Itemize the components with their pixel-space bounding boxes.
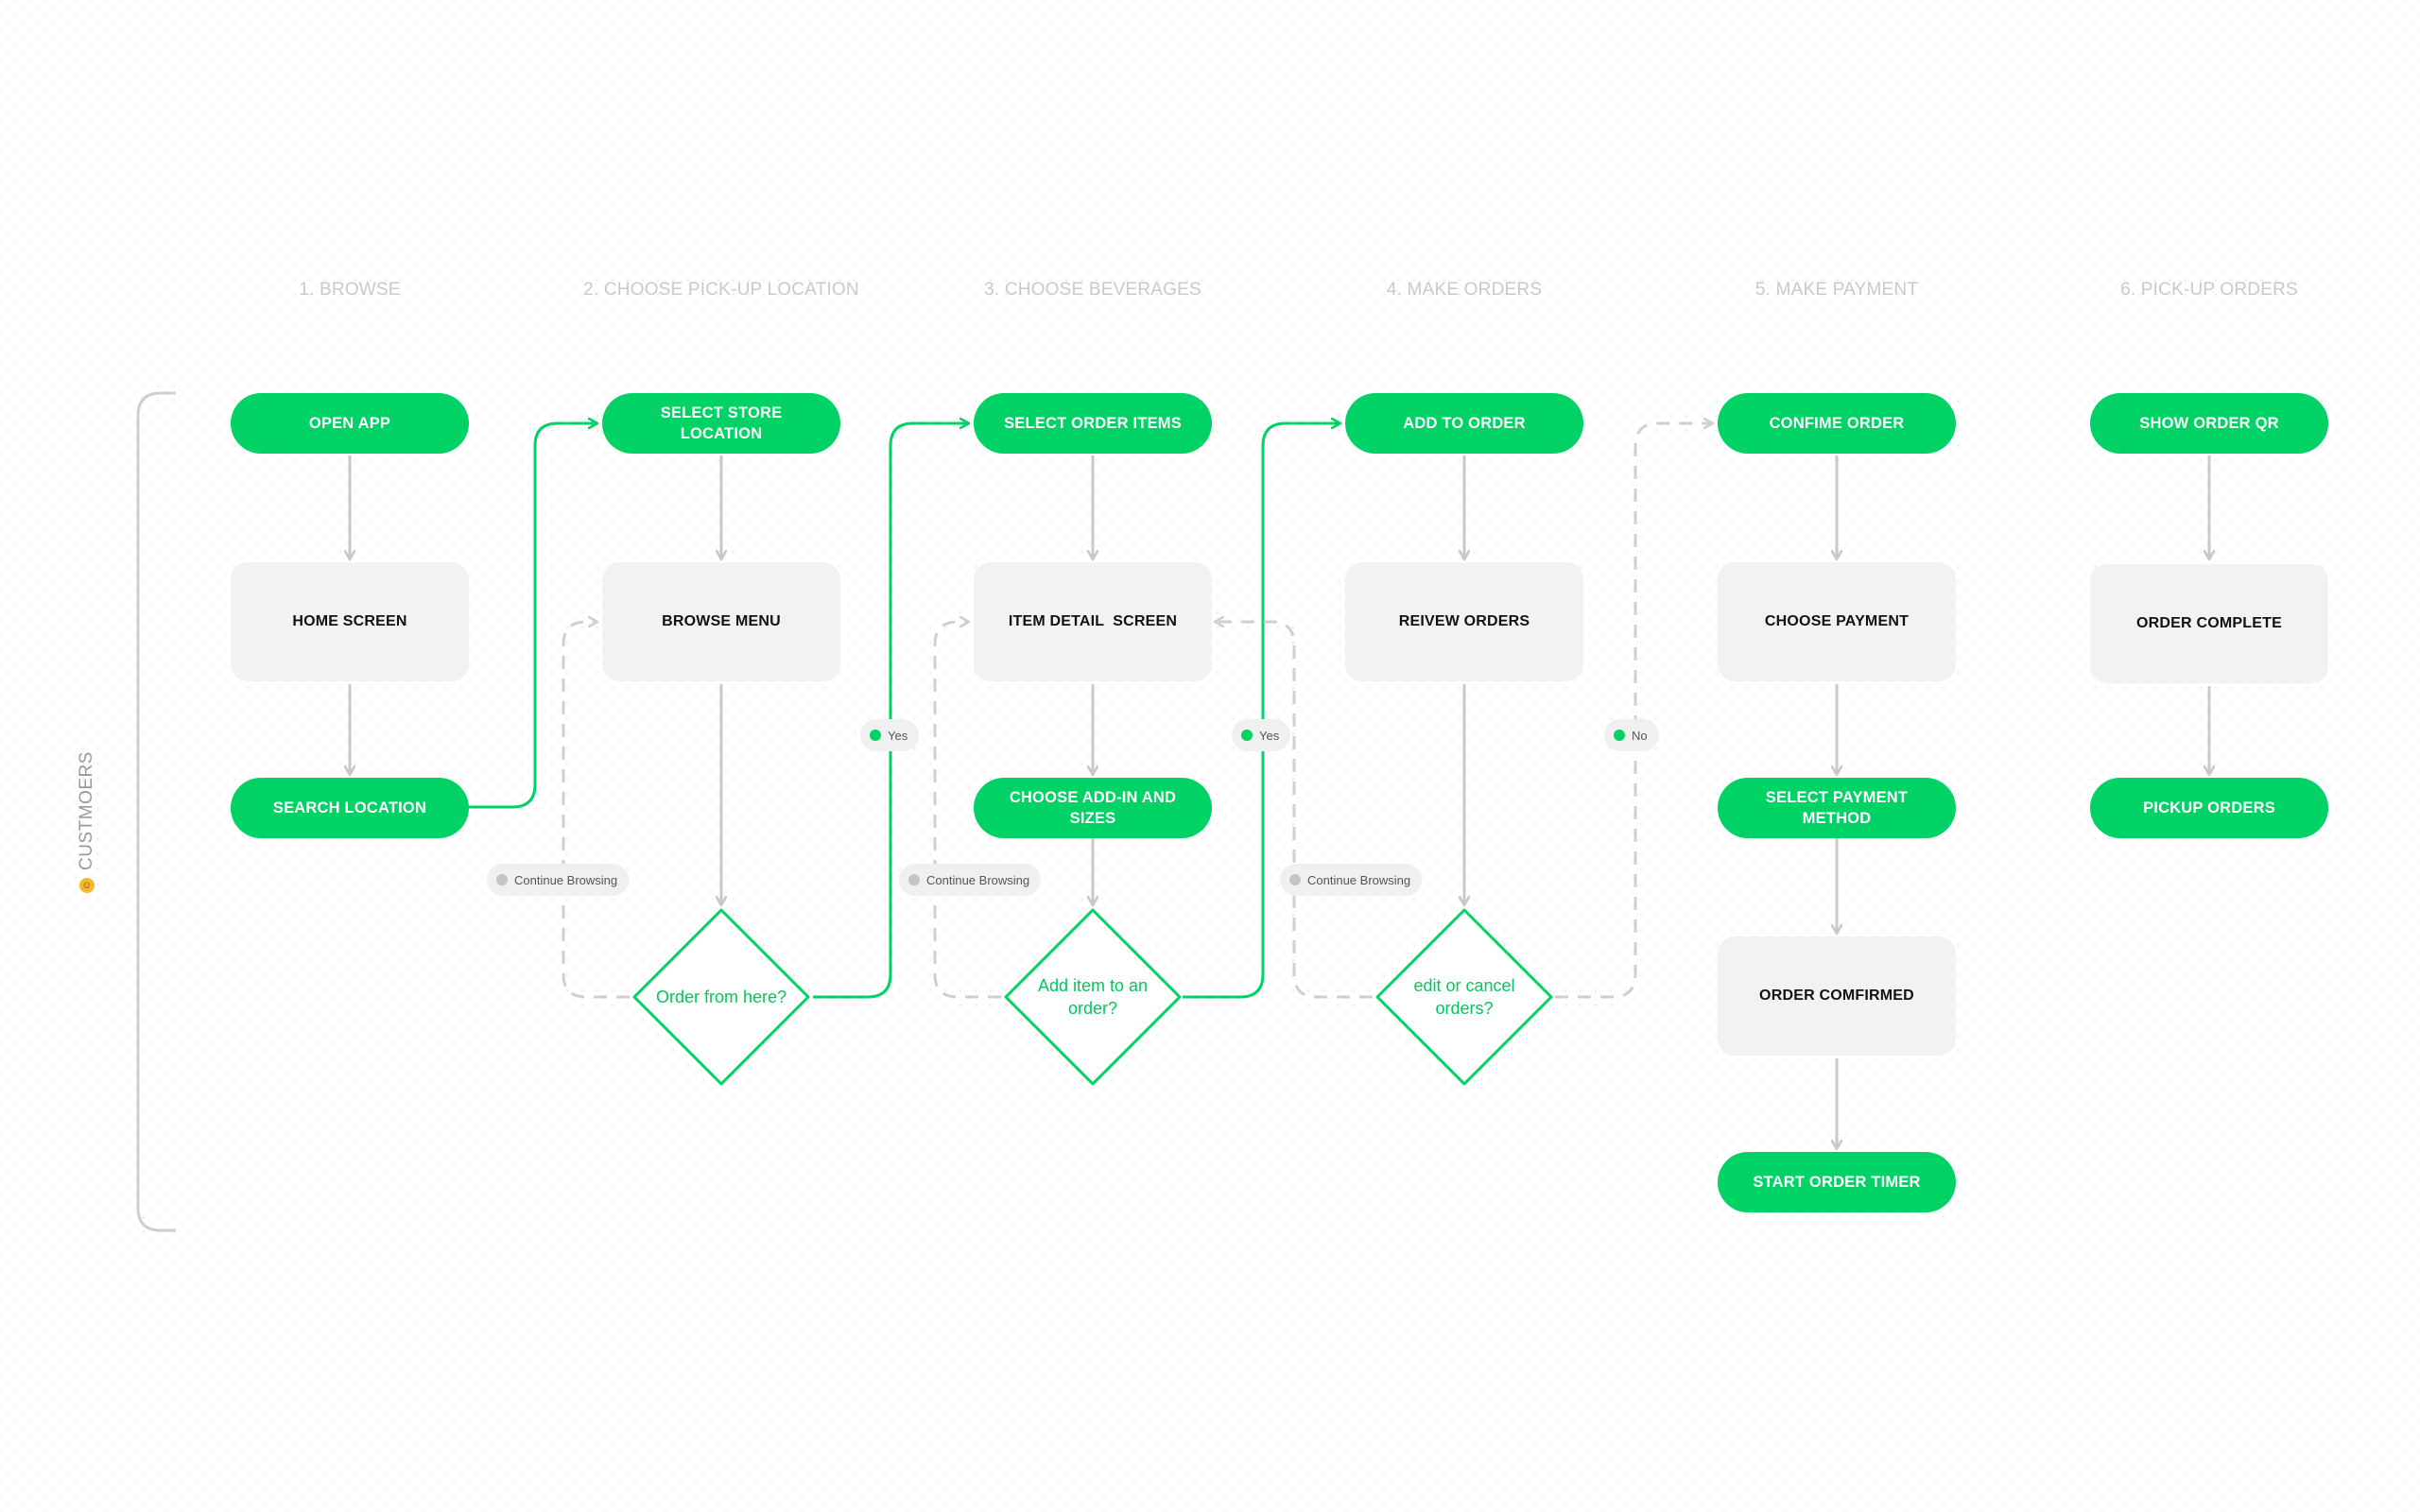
dot-grey-icon — [1289, 874, 1301, 885]
node-start-order-timer: START ORDER TIMER — [1718, 1152, 1956, 1212]
diamond-add-item — [1004, 908, 1182, 1086]
dot-green-icon — [1614, 730, 1625, 741]
node-order-from-here: Order from here? — [655, 988, 787, 1006]
tag-continue-browsing-label: Continue Browsing — [514, 872, 618, 887]
phase-browse: 1. BROWSE — [299, 280, 401, 300]
phase-make-orders: 4. MAKE ORDERS — [1386, 280, 1543, 300]
phase-choose-beverages: 3. CHOOSE BEVERAGES — [984, 280, 1201, 300]
dot-green-icon — [1241, 730, 1253, 741]
tag-continue-browsing: Continue Browsing — [487, 864, 630, 896]
node-review-orders: REIVEW ORDERS — [1345, 562, 1583, 681]
tag-continue-browsing-label: Continue Browsing — [926, 872, 1030, 887]
node-choose-add-in-sizes: CHOOSE ADD-IN AND SIZES — [974, 778, 1212, 838]
phase-choose-pickup-location: 2. CHOOSE PICK-UP LOCATION — [583, 280, 859, 300]
node-confirm-order: CONFIME ORDER — [1718, 393, 1956, 454]
emoji-face-icon: ☺ — [79, 877, 95, 893]
diamond-order-from-here — [632, 908, 810, 1086]
node-select-order-items: SELECT ORDER ITEMS — [974, 393, 1212, 454]
node-order-complete: ORDER COMPLETE — [2090, 564, 2328, 683]
node-add-to-order: ADD TO ORDER — [1345, 393, 1583, 454]
tag-no-label: No — [1632, 728, 1648, 743]
node-edit-or-cancel: edit or cancel orders? — [1413, 976, 1515, 1019]
node-show-order-qr: SHOW ORDER QR — [2090, 393, 2328, 454]
green-connectors — [469, 423, 1340, 999]
tag-continue-browsing: Continue Browsing — [899, 864, 1042, 896]
phase-pickup-orders: 6. PICK-UP ORDERS — [2120, 280, 2298, 300]
node-choose-payment: CHOOSE PAYMENT — [1718, 562, 1956, 681]
node-pickup-orders: PICKUP ORDERS — [2090, 778, 2328, 838]
swimlane-label: ☺ CUSTMOERS — [77, 751, 97, 893]
swimlane-label-text: CUSTMOERS — [77, 751, 96, 870]
tag-continue-browsing: Continue Browsing — [1280, 864, 1423, 896]
dot-grey-icon — [496, 874, 508, 885]
node-home-screen: HOME SCREEN — [231, 562, 469, 681]
dot-green-icon — [870, 730, 881, 741]
tag-yes-label: Yes — [888, 728, 908, 743]
swimlane-bracket — [136, 391, 176, 1232]
node-open-app: OPEN APP — [231, 393, 469, 454]
node-select-store-location: SELECT STORE LOCATION — [602, 393, 840, 454]
dot-grey-icon — [908, 874, 920, 885]
node-add-item-to-order: Add item to an order? — [1037, 976, 1149, 1019]
tag-yes: Yes — [860, 719, 920, 751]
tag-continue-browsing-label: Continue Browsing — [1307, 872, 1411, 887]
node-select-payment-method: SELECT PAYMENT METHOD — [1718, 778, 1956, 838]
node-order-confirmed: ORDER COMFIRMED — [1718, 936, 1956, 1056]
tag-no: No — [1604, 719, 1659, 751]
phase-make-payment: 5. MAKE PAYMENT — [1754, 280, 1919, 300]
decision-diamonds — [632, 908, 1553, 1086]
node-item-detail-screen: ITEM DETAIL SCREEN — [974, 562, 1212, 681]
diamond-edit-cancel — [1375, 908, 1553, 1086]
vertical-arrows — [350, 455, 2209, 1149]
node-browse-menu: BROWSE MENU — [602, 562, 840, 681]
tag-yes: Yes — [1232, 719, 1291, 751]
node-search-location: SEARCH LOCATION — [231, 778, 469, 838]
tag-yes-label: Yes — [1259, 728, 1280, 743]
dashed-connectors — [562, 423, 1713, 999]
